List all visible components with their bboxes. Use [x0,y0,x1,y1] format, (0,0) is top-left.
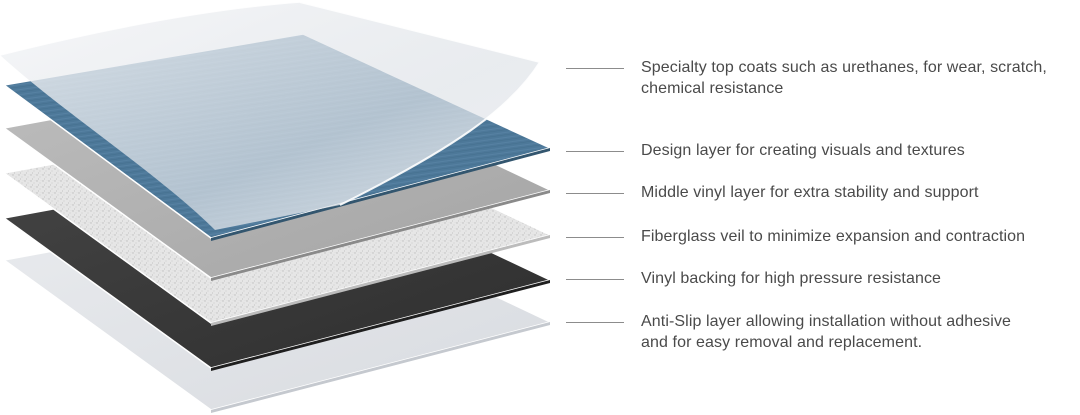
layer-description: Specialty top coats such as urethanes, f… [641,59,1047,97]
layer-description: Vinyl backing for high pressure resistan… [641,270,942,287]
leader-line [566,68,624,69]
leader-line [566,322,624,323]
leader-line [566,237,624,238]
callout-anti-slip-layer: Anti-Slip layer allowing installation wi… [566,313,1080,362]
layer-description: Anti-Slip layer allowing installation wi… [641,313,1012,351]
leader-line [566,193,624,194]
layer-description: Middle vinyl layer for extra stability a… [641,184,979,201]
callout-design-layer: Design layer for creating visuals and te… [566,142,1080,191]
callout-middle-vinyl-layer: Middle vinyl layer for extra stability a… [566,184,1080,233]
layer-description: Fiberglass veil to minimize expansion an… [641,228,1026,245]
layer-description: Design layer for creating visuals and te… [641,142,965,159]
callout-vinyl-backing: Vinyl backing for high pressure resistan… [566,270,1080,319]
top-coat-shape [0,1,542,230]
leader-line [566,279,624,280]
leader-line [566,151,624,152]
callout-top-coat: Specialty top coats such as urethanes, f… [566,59,1080,108]
callout-fiberglass-veil: Fiberglass veil to minimize expansion an… [566,228,1080,277]
